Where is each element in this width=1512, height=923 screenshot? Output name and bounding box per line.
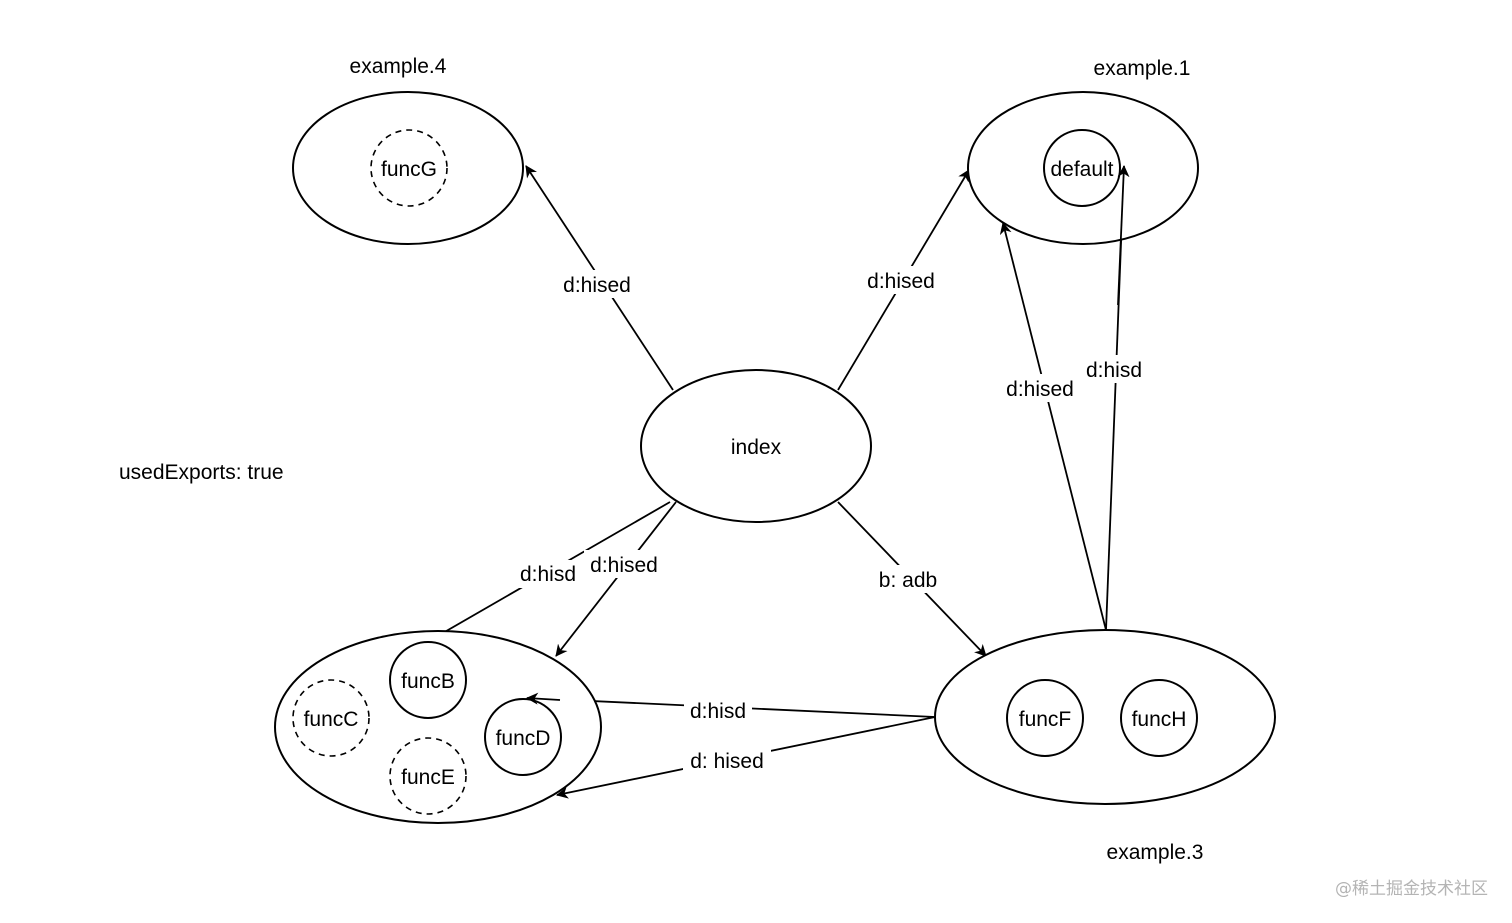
node-labels-layer: index funcG default funcB funcC funcD fu… bbox=[304, 158, 1187, 789]
export-funcD-circle[interactable] bbox=[484, 698, 562, 776]
edge-label-index-to-funcB: d:hisd bbox=[520, 563, 576, 586]
edge-label-index-to-example4: d:hised bbox=[563, 274, 631, 297]
export-funcC-circle[interactable] bbox=[292, 679, 370, 757]
edge-label-example3-to-example2: d: hised bbox=[690, 750, 764, 773]
module-example1-title: example.1 bbox=[1094, 57, 1191, 80]
edge-label-index-to-example1: d:hised bbox=[867, 270, 935, 293]
module-index-ellipse[interactable] bbox=[640, 369, 872, 523]
export-funcF-label: funcF bbox=[1019, 708, 1072, 731]
used-exports-note: usedExports: true bbox=[119, 461, 284, 484]
export-funcH-label: funcH bbox=[1132, 708, 1187, 731]
edge-index-to-example2 bbox=[555, 501, 677, 657]
module-example4-title: example.4 bbox=[350, 55, 447, 78]
edge-label-example3-to-funcD: d:hisd bbox=[690, 700, 746, 723]
free-labels-layer: example.4 example.1 example.3 usedExport… bbox=[119, 55, 1203, 864]
edge-example3-to-default-tip bbox=[1117, 165, 1130, 306]
export-funcB-label: funcB bbox=[401, 670, 455, 693]
edge-example3-to-example1 bbox=[999, 222, 1107, 631]
arrow-overlay-layer bbox=[526, 165, 1130, 705]
exports-layer bbox=[292, 129, 1198, 815]
edge-label-example3-to-default: d:hisd bbox=[1086, 359, 1142, 382]
export-funcE-label: funcE bbox=[401, 766, 455, 789]
export-funcC-label: funcC bbox=[304, 708, 359, 731]
export-funcB-circle[interactable] bbox=[389, 641, 467, 719]
site-watermark: @稀土掘金技术社区 bbox=[1335, 879, 1488, 899]
export-funcD-label: funcD bbox=[496, 727, 551, 750]
edge-label-example3-to-example1: d:hised bbox=[1006, 378, 1074, 401]
export-default-label: default bbox=[1050, 158, 1113, 181]
export-funcF-circle[interactable] bbox=[1006, 679, 1084, 757]
modules-layer bbox=[274, 91, 1276, 824]
edge-labels-layer: d:hised d:hised d:hisd d:hised b: adb d:… bbox=[514, 266, 1148, 775]
export-funcH-circle[interactable] bbox=[1120, 679, 1198, 757]
export-funcG-circle[interactable] bbox=[370, 129, 448, 207]
edge-label-index-to-example3: b: adb bbox=[879, 569, 937, 592]
edge-label-index-to-example2: d:hised bbox=[590, 554, 658, 577]
edge-example3-to-funcD-tip bbox=[526, 692, 561, 705]
export-funcG-label: funcG bbox=[381, 158, 437, 181]
module-example3-ellipse[interactable] bbox=[934, 629, 1276, 805]
module-example3-title: example.3 bbox=[1107, 841, 1204, 864]
export-funcE-circle[interactable] bbox=[389, 737, 467, 815]
module-index-label: index bbox=[731, 436, 782, 459]
